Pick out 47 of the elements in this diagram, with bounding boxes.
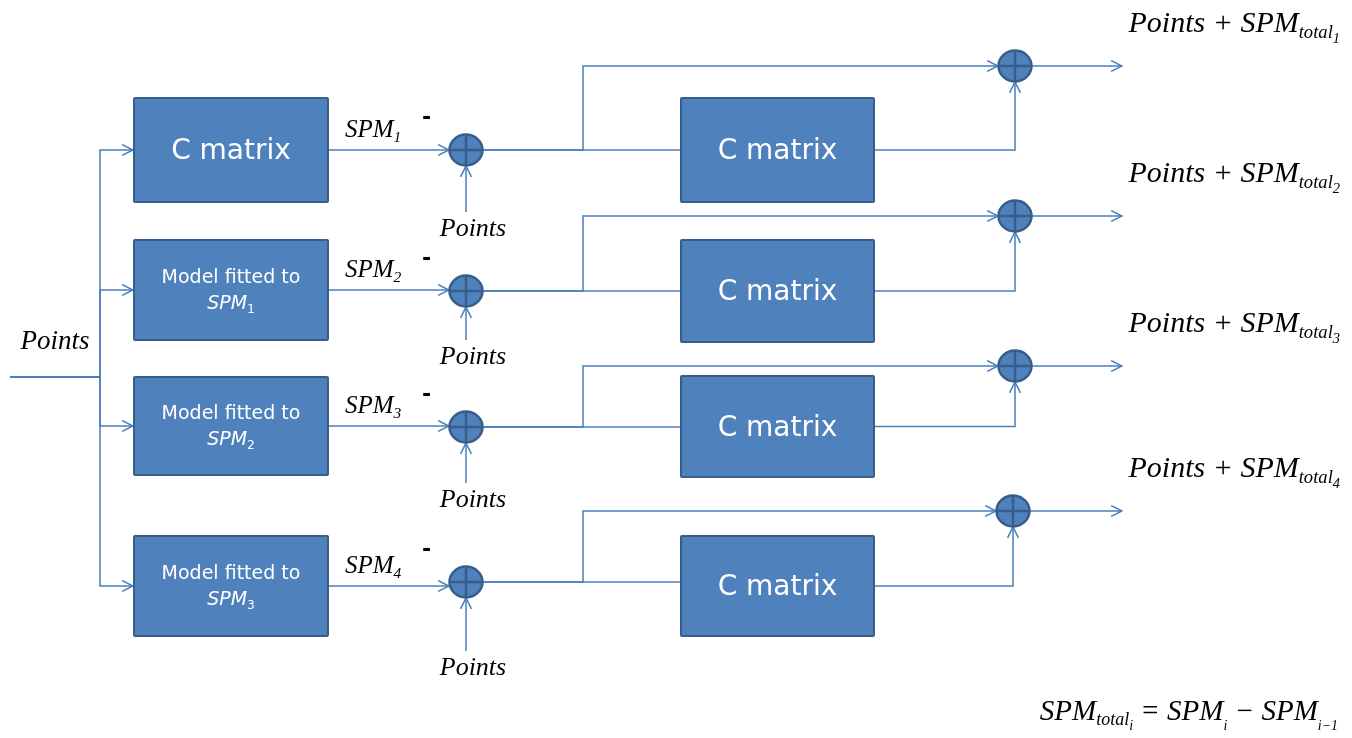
arrow [328, 419, 450, 433]
arrow [328, 283, 450, 297]
summing-junction [448, 410, 484, 444]
sign-label: - [422, 245, 432, 270]
process-box: Model fitted to SPM$_{1}$ [133, 239, 329, 341]
sign-label: - [422, 381, 432, 406]
arrow [482, 359, 999, 428]
summing-junction [997, 49, 1033, 83]
arrow [1031, 59, 1123, 73]
arrow [1029, 504, 1123, 518]
input-label: Points [426, 483, 520, 515]
arrow [482, 59, 999, 151]
arrow [874, 231, 1022, 292]
summing-junction [997, 199, 1033, 233]
process-box: C matrix [680, 239, 875, 343]
sign-label: - [422, 104, 432, 129]
arrow [459, 165, 473, 213]
summing-junction [448, 565, 484, 599]
process-box: Model fitted to SPM$_{2}$ [133, 376, 329, 476]
summing-junction [995, 494, 1031, 528]
input-label: Points [426, 651, 520, 683]
arrow [9, 376, 134, 593]
process-box: C matrix [680, 97, 875, 203]
arrow [328, 143, 450, 157]
process-box: C matrix [133, 97, 329, 203]
input-label: Points [426, 212, 520, 244]
arrow [874, 526, 1020, 587]
arrow [482, 209, 999, 292]
summing-junction [997, 349, 1033, 383]
arrow [459, 597, 473, 652]
summing-junction [448, 133, 484, 167]
sign-label: - [422, 536, 432, 561]
input-label: Points [426, 340, 520, 372]
process-box: C matrix [680, 375, 875, 478]
summing-junction [448, 274, 484, 308]
arrow [459, 306, 473, 341]
arrow [874, 381, 1022, 428]
arrow [1031, 209, 1123, 223]
process-box: Model fitted to SPM$_{3}$ [133, 535, 329, 637]
arrow [1031, 359, 1123, 373]
arrow [874, 81, 1022, 151]
arrow [482, 504, 997, 583]
arrow [459, 442, 473, 484]
formula-text: SPM$_{total}$$_{i}$ = SPM$_{i}$ − SPM$_{i−1}$ [1039, 693, 1338, 728]
input-label: Points [10, 323, 100, 357]
process-box: C matrix [680, 535, 875, 637]
arrow [328, 579, 450, 593]
